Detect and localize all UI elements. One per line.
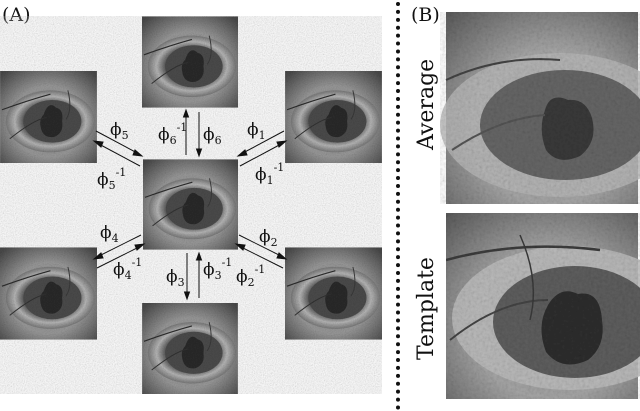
tile-top-left — [0, 71, 97, 163]
panel-a-label: (A) — [2, 4, 31, 26]
arrow-phi2-inv — [238, 245, 284, 269]
label-phi2: ϕ2 — [259, 227, 278, 249]
arrow-phi5-inv — [96, 142, 141, 167]
label-phi6: ϕ6 — [203, 125, 222, 147]
tile-top-right — [285, 71, 382, 163]
template-image — [445, 213, 640, 399]
label-phi2-inv: ϕ2-1 — [236, 263, 265, 289]
arrow-phi4-inv — [96, 245, 142, 269]
label-phi4: ϕ4 — [100, 223, 119, 245]
panel-separator — [396, 2, 400, 410]
label-phi3-inv: ϕ3-1 — [203, 256, 232, 282]
mapping-arrows — [92, 108, 288, 301]
tile-bottom-right — [285, 246, 382, 341]
average-image — [440, 12, 640, 204]
label-phi6-inv: ϕ6-1 — [158, 121, 187, 147]
tile-bottom — [142, 303, 238, 394]
label-phi4-inv: ϕ4-1 — [113, 256, 142, 282]
label-phi5: ϕ5 — [110, 120, 129, 142]
panel-b-label: (B) — [411, 4, 440, 26]
label-phi1: ϕ1 — [247, 120, 266, 142]
arrow-phi2 — [238, 234, 284, 258]
tile-bottom-left — [0, 246, 97, 341]
arrow-phi1-inv — [239, 142, 284, 167]
arrow-phi5 — [95, 130, 140, 155]
arrow-phi4 — [96, 234, 142, 258]
label-phi1-inv: ϕ1-1 — [255, 161, 284, 187]
label-phi5-inv: ϕ5-1 — [97, 166, 126, 192]
tile-top — [142, 16, 238, 108]
tile-center — [143, 158, 238, 251]
arrow-phi1 — [240, 130, 285, 155]
label-phi3: ϕ3 — [166, 267, 185, 289]
